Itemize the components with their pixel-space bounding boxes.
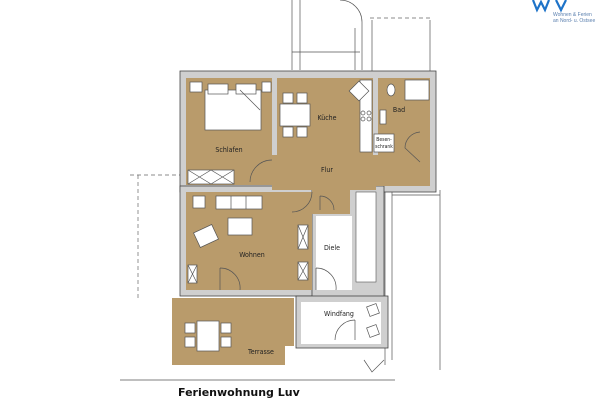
coffee-table bbox=[227, 217, 253, 236]
nightstand bbox=[189, 81, 203, 93]
label-besenschrank-2: schrank bbox=[375, 144, 393, 150]
wardrobe bbox=[187, 169, 235, 185]
outline-dashed bbox=[130, 174, 180, 300]
windfang-chair bbox=[366, 324, 380, 338]
logo-tagline: Wohnen & Ferien an Nord- u. Ostsee bbox=[553, 12, 595, 24]
stair-duct bbox=[355, 191, 377, 283]
bathroom-fixtures bbox=[379, 79, 430, 125]
windfang-chair bbox=[366, 303, 380, 317]
top-balcony bbox=[291, 0, 432, 72]
label-kueche: Küche bbox=[317, 114, 336, 122]
dining-table-kitchen bbox=[279, 92, 311, 138]
logo-tagline-2: an Nord- u. Ostsee bbox=[553, 18, 596, 24]
cabinets-wohnen bbox=[187, 224, 309, 284]
label-diele: Diele bbox=[324, 244, 340, 252]
kitchen-counter bbox=[348, 79, 373, 153]
logo-tagline-1: Wohnen & Ferien bbox=[553, 12, 592, 18]
label-bad: Bad bbox=[393, 106, 405, 114]
label-flur: Flur bbox=[321, 166, 333, 174]
nightstand bbox=[261, 81, 272, 93]
besenschrank bbox=[373, 133, 395, 153]
label-wohnen: Wohnen bbox=[239, 251, 265, 259]
label-schlafen: Schlafen bbox=[215, 146, 242, 154]
label-terrasse: Terrasse bbox=[247, 348, 274, 356]
logo bbox=[531, 0, 567, 13]
plan-title: Ferienwohnung Luv bbox=[178, 386, 300, 399]
bed bbox=[204, 83, 262, 131]
armchair bbox=[193, 224, 219, 248]
sofa bbox=[215, 195, 263, 210]
door-swings bbox=[219, 131, 421, 373]
room-diele bbox=[316, 216, 352, 290]
room-flur bbox=[272, 155, 430, 214]
terrace-table bbox=[184, 320, 232, 352]
label-windfang: Windfang bbox=[324, 310, 354, 318]
side-table bbox=[192, 195, 206, 209]
side-walkway bbox=[384, 185, 441, 370]
label-besenschrank-1: Besen- bbox=[376, 137, 392, 143]
